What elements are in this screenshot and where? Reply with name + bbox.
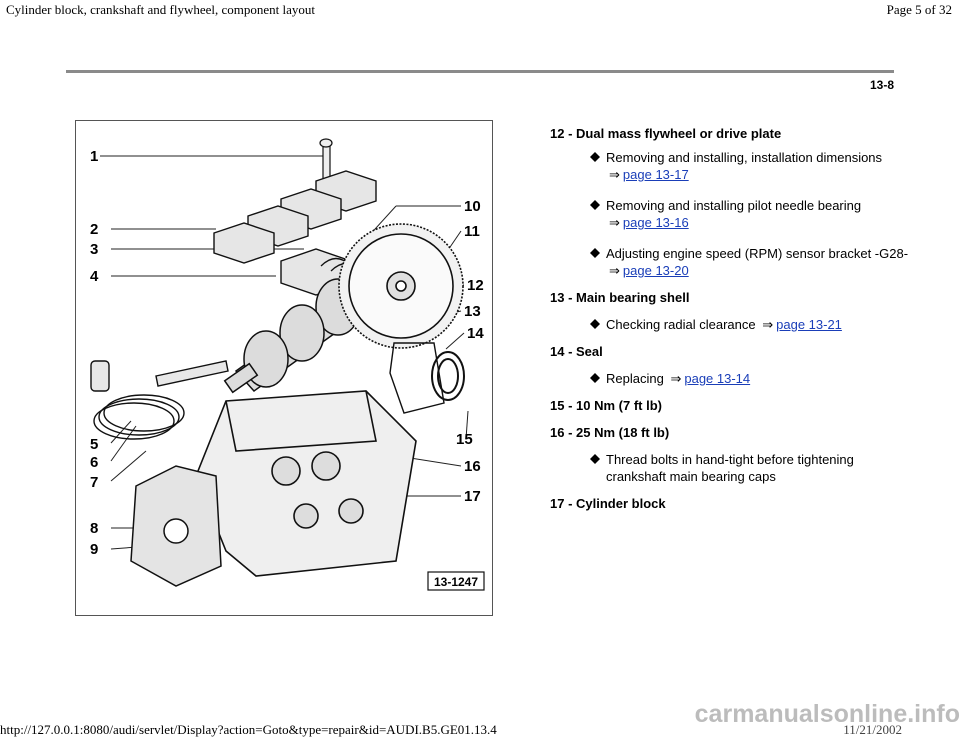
callout-1: 1 [90,148,98,165]
diamond-bullet-icon [590,373,600,383]
link-page-13-20[interactable]: page 13-20 [622,263,689,278]
component-list: 12 - Dual mass flywheel or drive plate R… [550,125,910,512]
arrow-icon: ⇒ [762,317,774,332]
watermark: carmanualsonline.info [694,700,960,728]
item-17-heading: 17 - Cylinder block [550,496,666,511]
callout-5: 5 [90,436,98,453]
diamond-bullet-icon [590,152,600,162]
footer-date: 11/21/2002 [843,722,902,737]
diamond-bullet-icon [590,200,600,210]
callout-16: 16 [464,458,481,475]
callout-3: 3 [90,241,98,258]
link-page-13-21[interactable]: page 13-21 [776,317,842,332]
arrow-icon: ⇒ [670,371,682,386]
item-13-heading: 13 - Main bearing shell [550,290,690,305]
callout-12: 12 [467,277,484,294]
item-13-sub-1: Checking radial clearance ⇒page 13-21 [586,316,910,333]
arrow-icon: ⇒ [609,215,620,230]
exploded-view-drawing: 1 2 3 4 5 6 7 8 9 10 11 12 13 14 15 16 1… [90,138,485,591]
item-12-sub-3: Adjusting engine speed (RPM) sensor brac… [586,245,910,279]
link-page-13-17[interactable]: page 13-17 [622,167,689,182]
document-title: Cylinder block, crankshaft and flywheel,… [6,2,316,17]
section-number: 13-8 [869,78,894,92]
callout-7: 7 [90,474,98,491]
diamond-bullet-icon [590,248,600,258]
item-16-sub-1: Thread bolts in hand-tight before tighte… [586,451,910,485]
diamond-bullet-icon [590,454,600,464]
item-16-heading: 16 - 25 Nm (18 ft lb) [550,425,670,440]
page-indicator: Page 5 of 32 [886,2,952,17]
callout-11: 11 [464,223,480,240]
callout-8: 8 [90,520,98,537]
item-12-sub-2: Removing and installing pilot needle bea… [586,197,910,231]
item-14-sub-1: Replacing ⇒page 13-14 [586,370,910,387]
item-14-heading: 14 - Seal [550,344,603,359]
callout-14: 14 [467,325,484,342]
footer-url: http://127.0.0.1:8080/audi/servlet/Displ… [0,722,497,737]
callout-13: 13 [464,303,481,320]
callout-2: 2 [90,221,98,238]
header-rule [66,70,894,73]
callout-15: 15 [456,431,473,448]
callout-10: 10 [464,198,481,215]
link-page-13-16[interactable]: page 13-16 [622,215,689,230]
arrow-icon: ⇒ [609,263,620,278]
callout-17: 17 [464,488,481,505]
item-15-heading: 15 - 10 Nm (7 ft lb) [550,398,662,413]
callout-4: 4 [90,268,99,285]
item-12-heading: 12 - Dual mass flywheel or drive plate [550,126,782,141]
link-page-13-14[interactable]: page 13-14 [684,371,751,386]
callout-9: 9 [90,541,98,558]
component-layout-figure: 1 2 3 4 5 6 7 8 9 10 11 12 13 14 15 16 1… [75,120,493,616]
diamond-bullet-icon [590,319,600,329]
callout-6: 6 [90,454,98,471]
figure-id: 13-1247 [434,575,478,589]
arrow-icon: ⇒ [609,167,620,182]
item-12-sub-1: Removing and installing, installation di… [586,149,910,183]
